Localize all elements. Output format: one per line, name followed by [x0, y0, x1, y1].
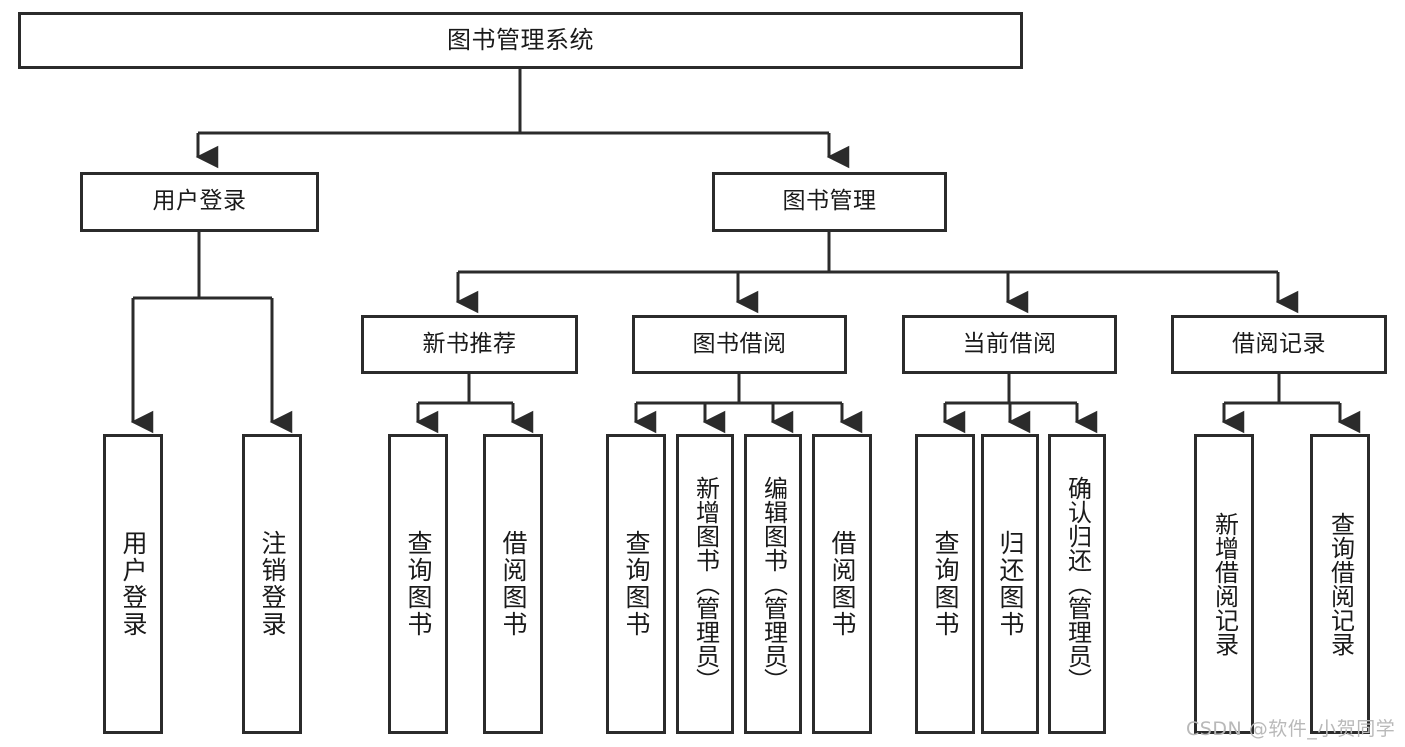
leaf-new-book-query[interactable]: 查询图书: [388, 434, 448, 734]
node-label: 借阅图书: [828, 530, 857, 638]
node-borrow-record[interactable]: 借阅记录: [1171, 315, 1387, 374]
node-label: 编辑图书（管理员）: [759, 476, 788, 692]
node-label: 图书管理系统: [447, 26, 594, 55]
node-label: 用户登录: [152, 188, 247, 215]
node-user-login[interactable]: 用户登录: [80, 172, 319, 232]
leaf-current-return-book[interactable]: 归还图书: [981, 434, 1039, 734]
node-label: 新书推荐: [422, 330, 517, 357]
node-label: 注销登录: [258, 530, 287, 638]
node-label: 图书管理: [782, 188, 877, 215]
node-label: 归还图书: [996, 530, 1025, 638]
node-label: 查询借阅记录: [1326, 512, 1355, 656]
node-label: 借阅记录: [1232, 330, 1326, 357]
leaf-current-query-book[interactable]: 查询图书: [915, 434, 975, 734]
leaf-record-add-record[interactable]: 新增借阅记录: [1194, 434, 1254, 734]
node-label: 查询图书: [931, 530, 960, 638]
node-book-borrow[interactable]: 图书借阅: [632, 315, 847, 374]
node-label: 查询图书: [622, 530, 651, 638]
leaf-user-login-signout[interactable]: 注销登录: [242, 434, 302, 734]
node-label: 图书借阅: [692, 330, 787, 357]
leaf-user-login-signin[interactable]: 用户登录: [103, 434, 163, 734]
node-label: 借阅图书: [499, 530, 528, 638]
leaf-record-query-record[interactable]: 查询借阅记录: [1310, 434, 1370, 734]
leaf-borrow-add-book-admin[interactable]: 新增图书（管理员）: [676, 434, 734, 734]
node-label: 新增图书（管理员）: [691, 476, 720, 692]
leaf-borrow-edit-book-admin[interactable]: 编辑图书（管理员）: [744, 434, 802, 734]
node-current-borrow[interactable]: 当前借阅: [902, 315, 1117, 374]
leaf-new-book-borrow[interactable]: 借阅图书: [483, 434, 543, 734]
node-label: 用户登录: [119, 530, 148, 638]
watermark-text: CSDN @软件_小贺同学: [1186, 718, 1396, 740]
node-book-management[interactable]: 图书管理: [712, 172, 947, 232]
node-new-book-recommend[interactable]: 新书推荐: [361, 315, 578, 374]
node-label: 确认归还（管理员）: [1063, 476, 1092, 692]
leaf-borrow-borrow-book[interactable]: 借阅图书: [812, 434, 872, 734]
node-label: 当前借阅: [962, 330, 1057, 357]
node-label: 新增借阅记录: [1210, 512, 1239, 656]
leaf-current-confirm-return-admin[interactable]: 确认归还（管理员）: [1048, 434, 1106, 734]
leaf-borrow-query-book[interactable]: 查询图书: [606, 434, 666, 734]
node-label: 查询图书: [404, 530, 433, 638]
node-root-system[interactable]: 图书管理系统: [18, 12, 1023, 69]
